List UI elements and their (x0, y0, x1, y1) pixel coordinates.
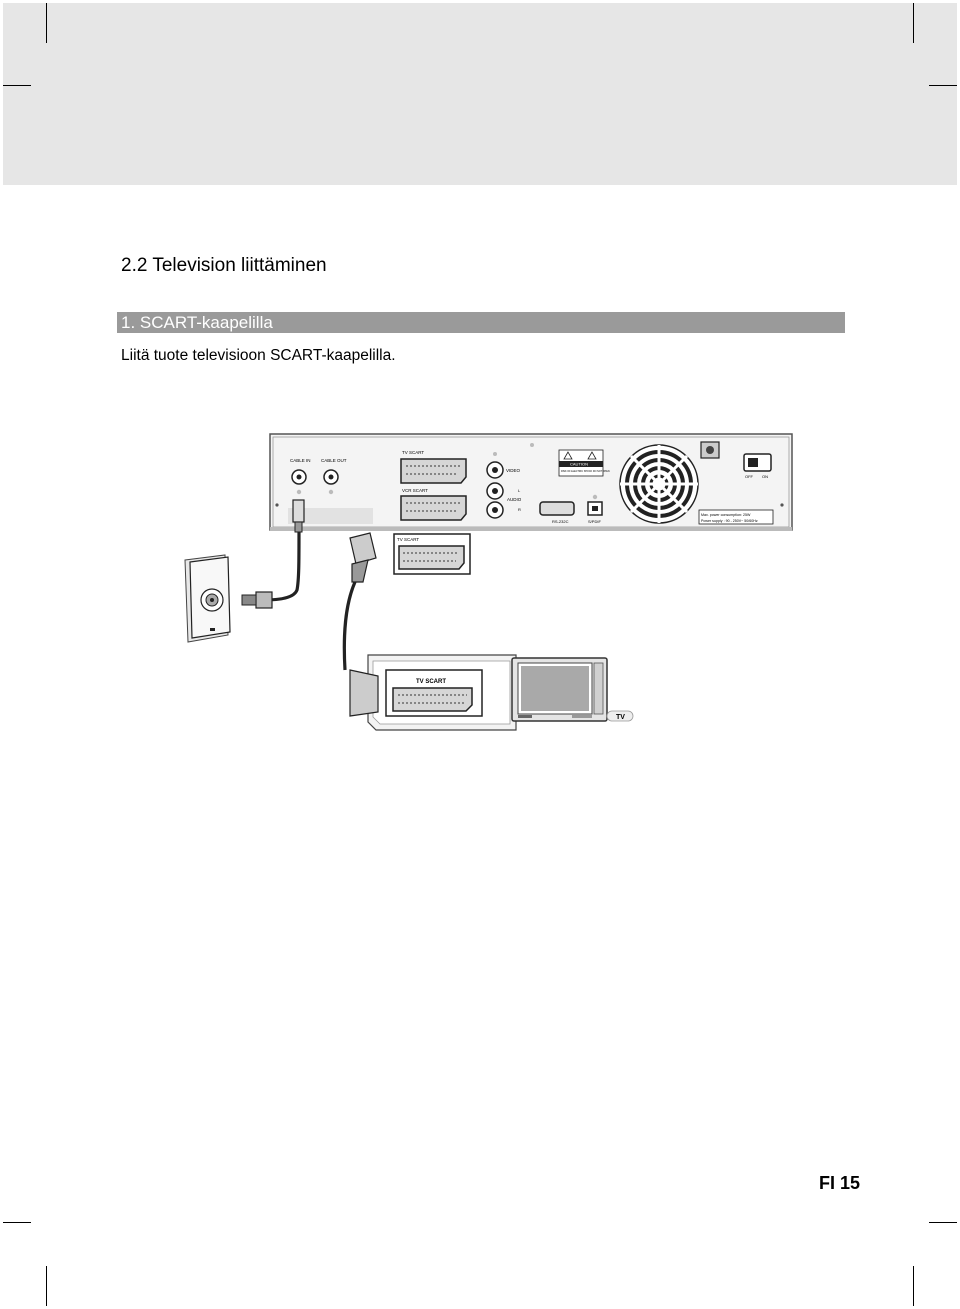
crop-mark (46, 1266, 47, 1306)
instruction-text: Liitä tuote televisioon SCART-kaapelilla… (121, 347, 396, 364)
audio-label: AUDIO (507, 497, 522, 502)
wall-antenna-socket (184, 554, 231, 643)
vcr-scart-socket (400, 495, 467, 521)
connection-diagram: CABLE IN CABLE OUT TV SCART VCR SCART VI… (184, 433, 793, 731)
audio-r-label: R (518, 507, 521, 512)
tv-back-panel: TV SCART (349, 654, 517, 731)
tv-label-badge (606, 710, 634, 722)
off-label: OFF (745, 474, 754, 479)
section-title: 2.2 Television liittäminen (121, 255, 327, 276)
audio-l-label: L (518, 488, 521, 493)
on-label: ON (762, 474, 768, 479)
crop-mark (46, 3, 47, 43)
spdif-label: S/PDIF (588, 519, 601, 524)
caution-sub-label: RISK OF ELECTRIC SHOCK DO NOT OPEN (561, 470, 610, 473)
power-spec-line2: Power supply : 90 - 250V~ 50/60Hz (701, 519, 758, 523)
rs232-port (539, 501, 575, 516)
cable-in-label: CABLE IN (290, 458, 311, 463)
cable-plug-label: TV SCART (397, 537, 419, 542)
video-label: VIDEO (506, 468, 521, 473)
tv-scart-socket (400, 458, 467, 484)
tv-scart-socket-label: TV SCART (416, 679, 446, 685)
cable-out-label: CABLE OUT (321, 458, 347, 463)
scart-cable (342, 581, 357, 671)
vcr-scart-label: VCR SCART (402, 488, 428, 493)
antenna-cable (241, 499, 305, 609)
crop-mark (913, 1266, 914, 1306)
caution-label: CAUTION (570, 462, 588, 467)
crop-mark (929, 85, 957, 86)
scart-plug-receiver: TV SCART (349, 532, 471, 583)
cooling-fan (619, 444, 699, 524)
crop-mark (929, 1222, 957, 1223)
subsection-bar: 1. SCART-kaapelilla (117, 312, 845, 333)
subsection-title: 1. SCART-kaapelilla (121, 313, 273, 332)
crop-mark (3, 85, 31, 86)
header-band (3, 3, 957, 185)
tv-label: TV (616, 714, 625, 721)
crop-mark (913, 3, 914, 43)
tv-scart-label: TV SCART (402, 450, 424, 455)
crop-mark (3, 1222, 31, 1223)
rs232-label: RS-232C (552, 519, 569, 524)
power-spec-line1: Max. power consumption: 25W (701, 513, 751, 517)
television: TV (511, 657, 634, 722)
page-number: FI 15 (819, 1173, 861, 1193)
receiver-back-panel: CABLE IN CABLE OUT TV SCART VCR SCART VI… (269, 433, 793, 531)
power-spec-box (698, 509, 774, 525)
